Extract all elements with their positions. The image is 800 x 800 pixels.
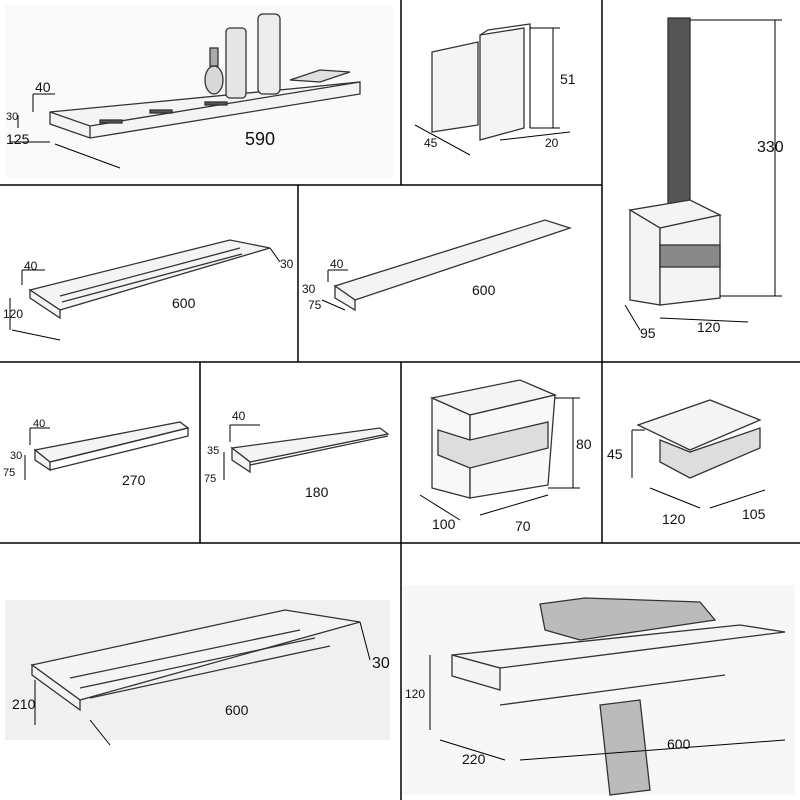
robe-hook-illustration xyxy=(414,23,571,156)
single-bar-illustration xyxy=(321,219,573,312)
soap-dish-dim-width: 120 xyxy=(662,511,686,527)
single-bar-dim-length: 600 xyxy=(472,282,496,298)
paper-holder-illustration xyxy=(24,421,190,480)
towel-shelf-illustration xyxy=(403,585,795,796)
paper-holder-dim-projection: 75 xyxy=(3,467,16,479)
paper-holder-b-dim-length: 180 xyxy=(305,484,329,500)
toilet-brush-dim-width: 95 xyxy=(640,325,656,341)
toilet-brush-dim-height: 330 xyxy=(757,139,784,156)
paper-holder-dim-length: 270 xyxy=(122,472,146,488)
double-bar-dim-length: 600 xyxy=(172,295,196,311)
tumbler-dim-height: 80 xyxy=(576,436,592,452)
robe-hook-dim-width: 45 xyxy=(424,136,438,150)
towel-shelf-dim-depth: 220 xyxy=(462,751,486,767)
paper-holder-b-dim-projection: 75 xyxy=(204,473,217,485)
soap-dish-dim-depth: 105 xyxy=(742,506,766,522)
tumbler-dim-width: 100 xyxy=(432,516,456,532)
shelf-dim-depth: 40 xyxy=(35,79,51,95)
shelf-dim-length: 590 xyxy=(245,129,276,149)
shelf-illustration xyxy=(5,5,393,177)
shelf-dim-width: 125 xyxy=(6,131,30,147)
double-bar-illustration xyxy=(9,239,281,341)
towel-shelf-dim-height: 120 xyxy=(405,687,426,701)
toilet-brush-dim-depth: 120 xyxy=(697,319,721,335)
shelf-dim-thickness: 30 xyxy=(6,111,19,123)
towel-rack-dim-thickness: 30 xyxy=(372,655,390,672)
soap-dish-dim-height: 45 xyxy=(607,446,623,462)
double-bar-dim-projection: 120 xyxy=(3,307,24,321)
paper-holder-dim-thickness: 30 xyxy=(10,450,23,462)
paper-holder-b-illustration xyxy=(223,424,390,480)
tumbler-illustration xyxy=(419,379,580,521)
soap-dish-illustration xyxy=(631,399,766,509)
double-bar-dim-depth: 40 xyxy=(24,259,38,273)
towel-rack-dim-depth: 210 xyxy=(12,696,36,712)
paper-holder-dim-depth: 40 xyxy=(33,418,46,430)
single-bar-dim-thickness: 30 xyxy=(302,282,316,296)
tumbler-dim-depth: 70 xyxy=(515,518,531,534)
single-bar-dim-projection: 75 xyxy=(308,298,322,312)
towel-rack-illustration xyxy=(5,600,390,746)
single-bar-dim-depth: 40 xyxy=(330,257,344,271)
towel-shelf-dim-length: 600 xyxy=(667,736,691,752)
paper-holder-b-dim-depth: 40 xyxy=(232,409,246,423)
towel-rack-dim-length: 600 xyxy=(225,702,249,718)
robe-hook-dim-height: 51 xyxy=(560,71,576,87)
robe-hook-dim-depth: 20 xyxy=(545,136,559,150)
double-bar-dim-thickness: 30 xyxy=(280,257,294,271)
toilet-brush-illustration xyxy=(624,17,782,331)
paper-holder-b-dim-thickness: 35 xyxy=(207,445,220,457)
